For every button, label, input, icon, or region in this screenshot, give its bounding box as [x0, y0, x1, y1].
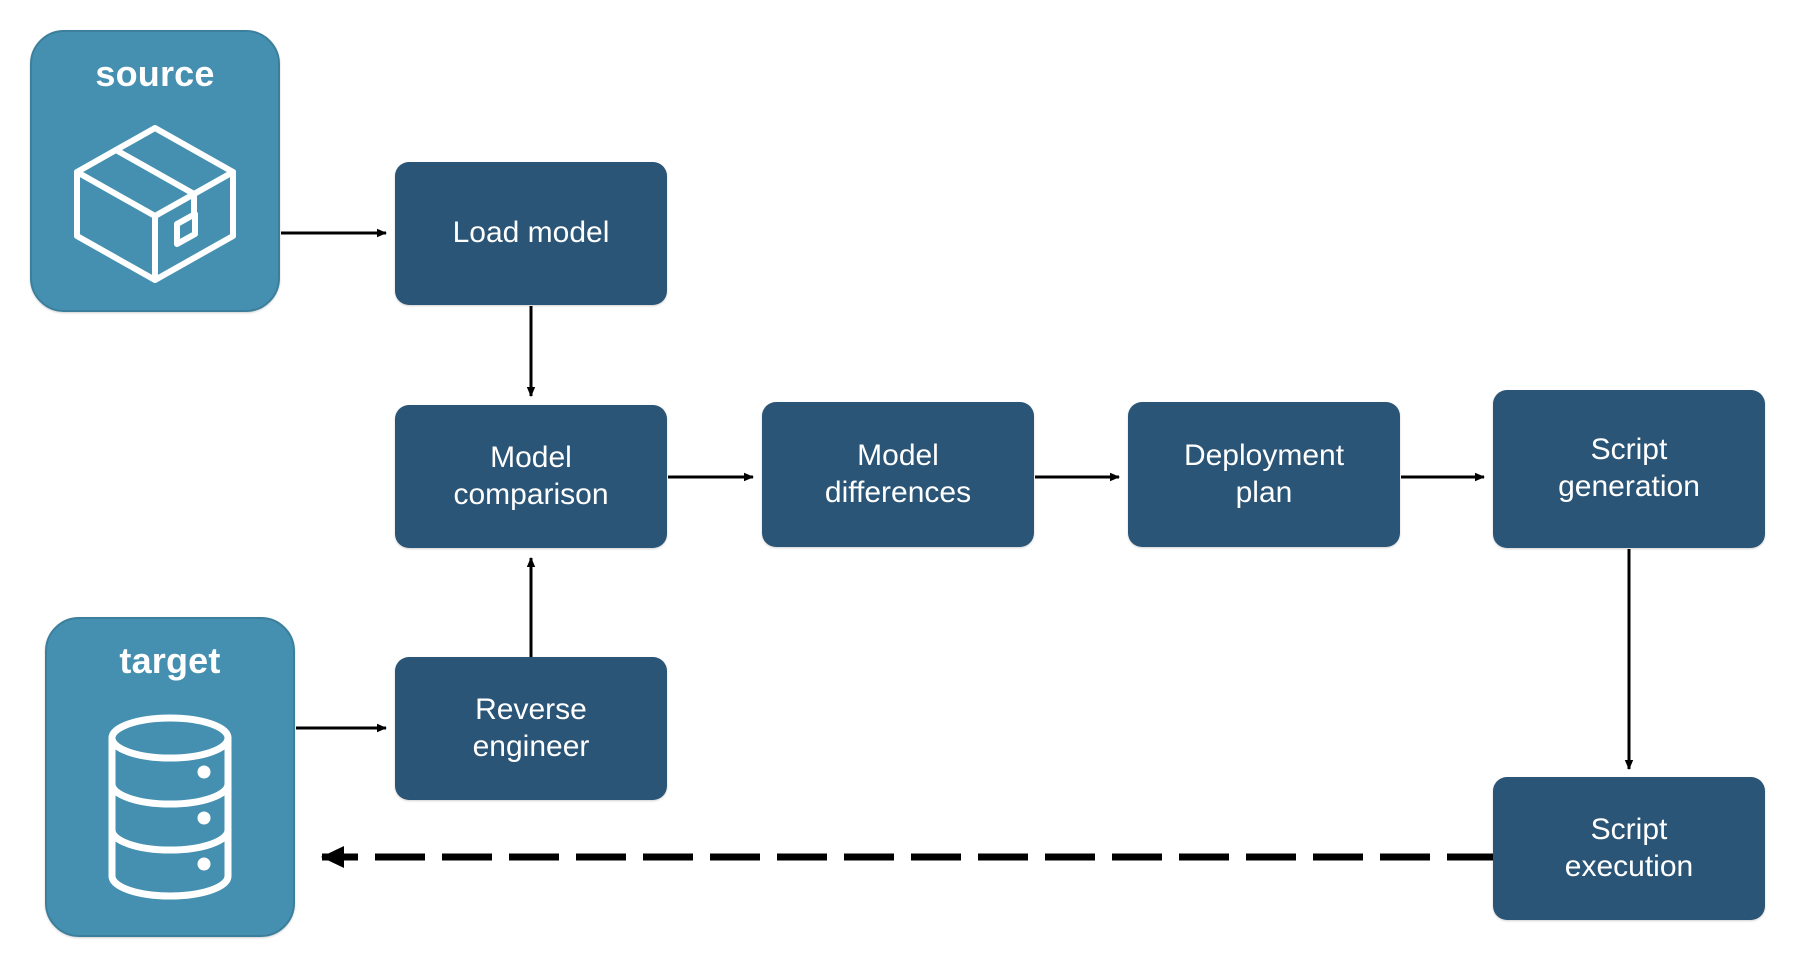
database-cylinder-icon: [47, 679, 293, 935]
package-box-icon: [32, 92, 278, 310]
node-target-label: target: [119, 640, 221, 681]
node-load-model-label: Load model: [452, 216, 610, 250]
node-target[interactable]: target: [45, 617, 295, 937]
node-load-model[interactable]: Load model: [395, 162, 667, 305]
node-source-label: source: [95, 53, 215, 94]
node-source[interactable]: source: [30, 30, 280, 312]
